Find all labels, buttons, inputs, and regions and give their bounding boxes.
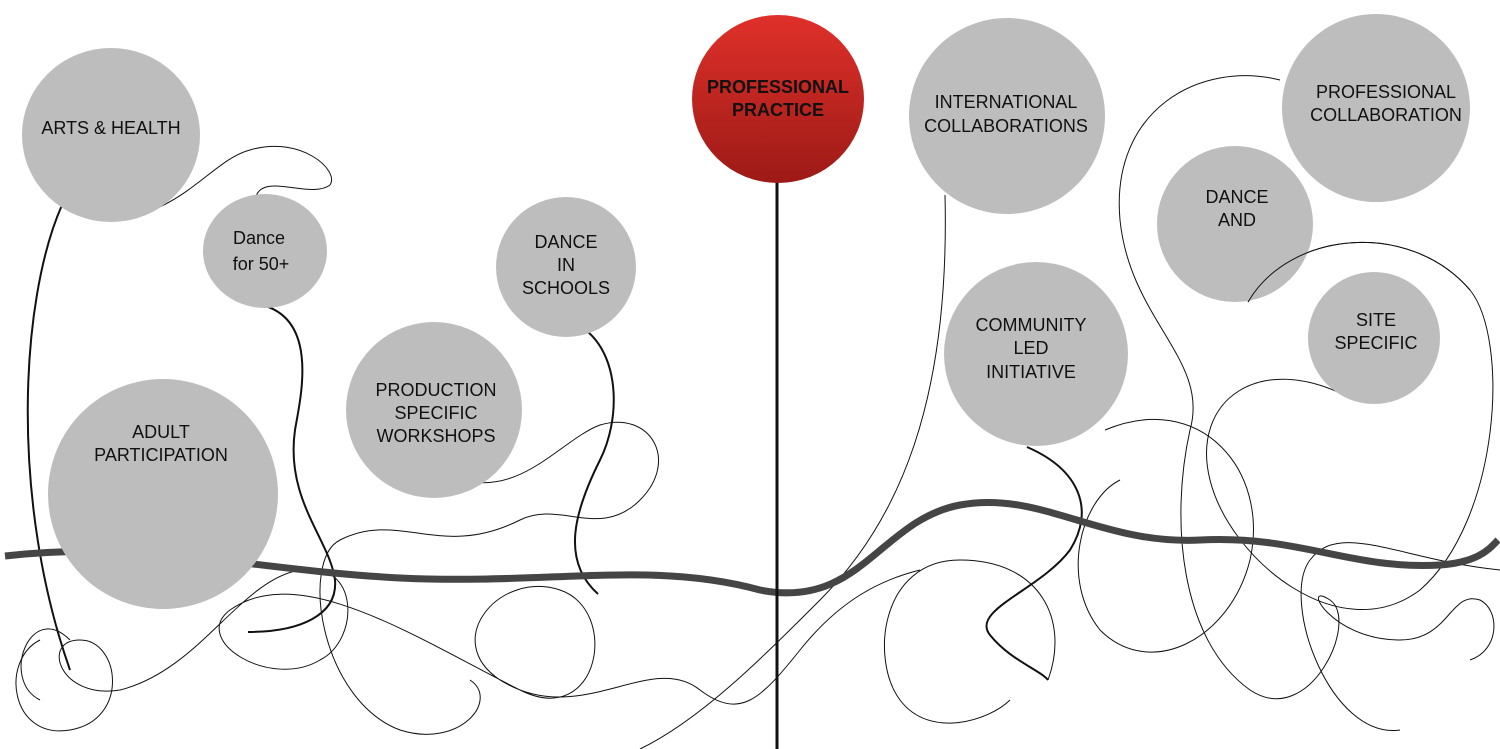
bubble-community: COMMUNITY LED INITIATIVE bbox=[944, 262, 1128, 446]
bubble-label: SCHOOLS bbox=[522, 278, 610, 298]
svg-text:ARTS & HEALTH: ARTS & HEALTH bbox=[41, 118, 180, 138]
connector-curves bbox=[26, 204, 1083, 681]
bubble-label: INITIATIVE bbox=[986, 362, 1076, 382]
bubble-label: SITE bbox=[1356, 310, 1396, 330]
bubble-dance-and: DANCE AND bbox=[1157, 146, 1313, 302]
bubble-label: Dance bbox=[233, 228, 285, 248]
bubble-label: SPECIFIC bbox=[394, 403, 477, 423]
bubble-label: DANCE bbox=[1205, 187, 1268, 207]
bubble-dance-50: Dance for 50+ bbox=[203, 194, 327, 308]
bubble-prof-collab: PROFESSIONAL COLLABORATION bbox=[1282, 14, 1470, 202]
bubble-label: WORKSHOPS bbox=[376, 426, 495, 446]
bubble-label: PARTICIPATION bbox=[94, 445, 228, 465]
bubble-label: INTERNATIONAL bbox=[935, 92, 1078, 112]
bubble-dance-schools: DANCE IN SCHOOLS bbox=[496, 197, 636, 337]
bubble-label: AND bbox=[1218, 210, 1256, 230]
bubble-label: ARTS & HEALTH bbox=[41, 118, 180, 138]
overlap-curve bbox=[1247, 241, 1471, 303]
bubble-label: SPECIFIC bbox=[1334, 333, 1417, 353]
bubble-arts-health: ARTS & HEALTH bbox=[22, 48, 200, 222]
thin-curves bbox=[15, 75, 1500, 749]
bubble-label: PRODUCTION bbox=[376, 380, 497, 400]
bubble-international: INTERNATIONAL COLLABORATIONS bbox=[909, 18, 1105, 214]
bubble-label: COLLABORATIONS bbox=[924, 116, 1088, 136]
bubble-production-workshops: PRODUCTION SPECIFIC WORKSHOPS bbox=[346, 322, 522, 498]
bubble-label: LED bbox=[1013, 338, 1048, 358]
bubble-site-specific: SITE SPECIFIC bbox=[1308, 272, 1440, 404]
bubble-label: DANCE bbox=[534, 232, 597, 252]
timeline-wave bbox=[4, 498, 1500, 597]
bubble-label: IN bbox=[557, 255, 575, 275]
center-professional-practice: PROFESSIONAL PRACTICE bbox=[692, 15, 864, 183]
center-label: PROFESSIONAL bbox=[707, 77, 849, 97]
bubble-label: COLLABORATION bbox=[1310, 105, 1462, 125]
bubble-label: COMMUNITY bbox=[976, 315, 1087, 335]
bubble-adult-participation: ADULT PARTICIPATION bbox=[48, 379, 278, 609]
bubble-label: ADULT bbox=[132, 422, 190, 442]
center-label: PRACTICE bbox=[732, 100, 824, 120]
bubble-label: for 50+ bbox=[233, 254, 290, 274]
bubble-label: PROFESSIONAL bbox=[1316, 82, 1456, 102]
